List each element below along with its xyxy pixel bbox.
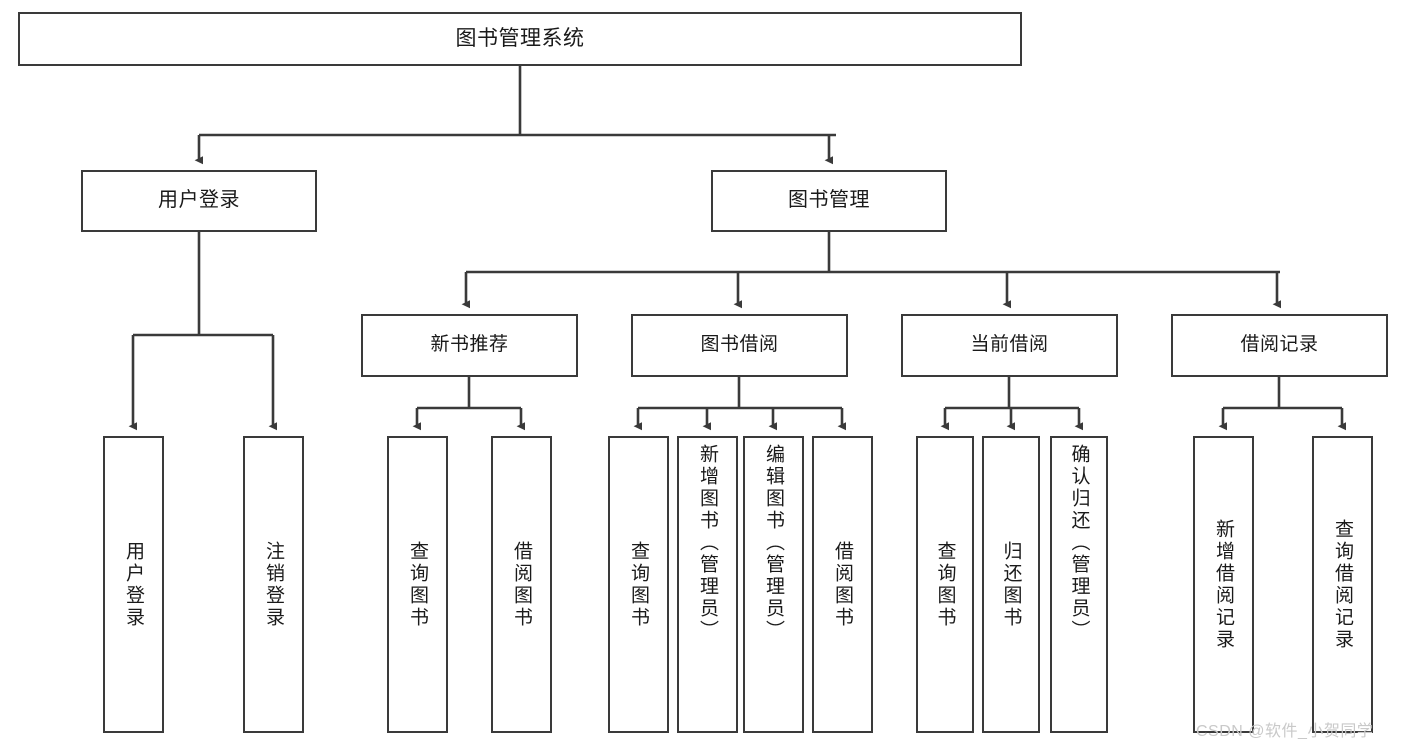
node-leaf-borrow-book-2-label: 借阅图书 bbox=[832, 540, 853, 629]
node-leaf-edit-book[interactable]: 编辑图书（管理员） bbox=[743, 436, 804, 733]
node-leaf-add-record-label: 新增借阅记录 bbox=[1213, 518, 1234, 651]
node-leaf-query-record[interactable]: 查询借阅记录 bbox=[1312, 436, 1373, 733]
node-root-system[interactable]: 图书管理系统 bbox=[18, 12, 1022, 66]
node-leaf-add-book[interactable]: 新增图书（管理员） bbox=[677, 436, 738, 733]
node-new-book-recommend[interactable]: 新书推荐 bbox=[361, 314, 578, 377]
node-user-login-label: 用户登录 bbox=[158, 189, 240, 212]
node-book-borrow-label: 图书借阅 bbox=[700, 334, 779, 356]
node-leaf-logout[interactable]: 注销登录 bbox=[243, 436, 304, 733]
node-leaf-return-book-label: 归还图书 bbox=[1000, 540, 1022, 629]
node-leaf-query-book-1[interactable]: 查询图书 bbox=[387, 436, 448, 733]
node-leaf-query-book-3-label: 查询图书 bbox=[934, 540, 956, 629]
node-book-management[interactable]: 图书管理 bbox=[711, 170, 947, 232]
node-leaf-query-book-3[interactable]: 查询图书 bbox=[916, 436, 974, 733]
node-leaf-edit-book-label: 编辑图书（管理员） bbox=[763, 444, 784, 642]
node-book-management-label: 图书管理 bbox=[788, 189, 870, 212]
node-leaf-user-login-label: 用户登录 bbox=[123, 540, 144, 629]
node-leaf-add-book-label: 新增图书（管理员） bbox=[697, 444, 718, 642]
node-leaf-borrow-book-1[interactable]: 借阅图书 bbox=[491, 436, 552, 733]
node-leaf-confirm-return[interactable]: 确认归还（管理员） bbox=[1050, 436, 1108, 733]
node-leaf-borrow-book-1-label: 借阅图书 bbox=[511, 540, 532, 629]
node-leaf-add-record[interactable]: 新增借阅记录 bbox=[1193, 436, 1254, 733]
node-leaf-query-book-2-label: 查询图书 bbox=[628, 540, 649, 629]
node-leaf-return-book[interactable]: 归还图书 bbox=[982, 436, 1040, 733]
node-current-borrow-label: 当前借阅 bbox=[970, 334, 1049, 356]
node-new-book-recommend-label: 新书推荐 bbox=[430, 334, 509, 356]
node-leaf-query-book-1-label: 查询图书 bbox=[407, 540, 428, 629]
node-leaf-query-book-2[interactable]: 查询图书 bbox=[608, 436, 669, 733]
node-leaf-logout-label: 注销登录 bbox=[263, 540, 284, 629]
node-leaf-user-login[interactable]: 用户登录 bbox=[103, 436, 164, 733]
node-leaf-confirm-return-label: 确认归还（管理员） bbox=[1068, 444, 1090, 642]
node-borrow-record[interactable]: 借阅记录 bbox=[1171, 314, 1388, 377]
node-root-label: 图书管理系统 bbox=[455, 26, 585, 50]
node-borrow-record-label: 借阅记录 bbox=[1240, 334, 1319, 356]
node-leaf-query-record-label: 查询借阅记录 bbox=[1332, 518, 1353, 651]
node-current-borrow[interactable]: 当前借阅 bbox=[901, 314, 1118, 377]
node-leaf-borrow-book-2[interactable]: 借阅图书 bbox=[812, 436, 873, 733]
node-user-login[interactable]: 用户登录 bbox=[81, 170, 317, 232]
node-book-borrow[interactable]: 图书借阅 bbox=[631, 314, 848, 377]
